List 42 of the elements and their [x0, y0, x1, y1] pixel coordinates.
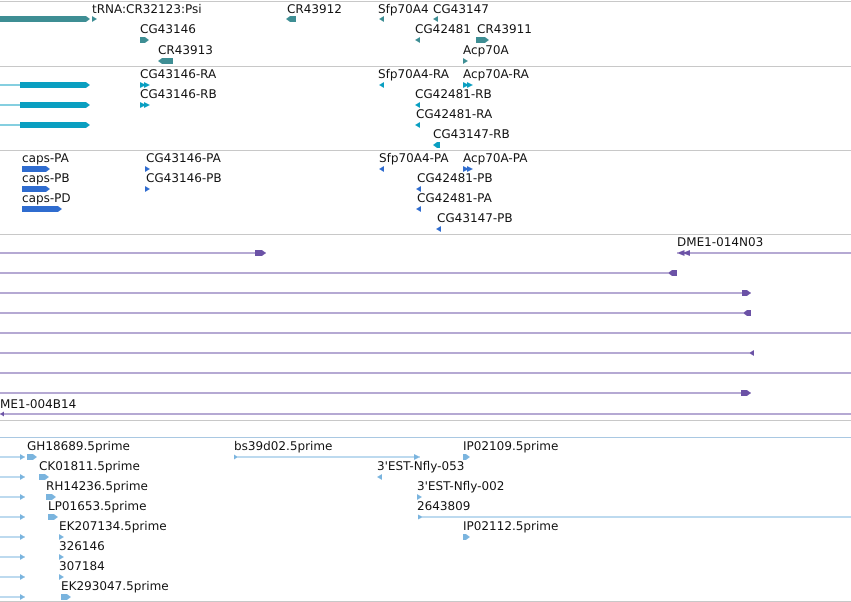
feature-label: IP02112.5prime: [463, 519, 558, 533]
feature-label: Sfp70A4: [378, 2, 429, 16]
feature-label: CG42481-RB: [415, 87, 492, 101]
feature-label: DME1-014N03: [677, 235, 764, 249]
feature-label: Sfp70A4-RA: [378, 67, 449, 81]
feature-label: CK01811.5prime: [39, 459, 140, 473]
feature-label: CG42481-RA: [416, 107, 492, 121]
feature-label: CG43146-RB: [140, 87, 217, 101]
feature-label: CG43147: [433, 2, 489, 16]
feature-label: Acp70A-PA: [463, 151, 528, 165]
feature-label: Acp70A-RA: [463, 67, 529, 81]
feature-label: IP02109.5prime: [463, 439, 558, 453]
feature-label: Acp70A: [463, 43, 509, 57]
feature-label: CG42481: [415, 22, 471, 36]
feature-label: CG43147-PB: [437, 211, 513, 225]
feature-label: 307184: [59, 559, 105, 573]
feature-label: Sfp70A4-PA: [379, 151, 449, 165]
feature-label: EK207134.5prime: [59, 519, 167, 533]
feature-label: caps-PB: [22, 171, 70, 185]
feature-label: CG43146-PA: [146, 151, 221, 165]
feature-label: CR43912: [287, 2, 342, 16]
feature-label: CG43146: [140, 22, 196, 36]
feature-label: CG43147-RB: [433, 127, 510, 141]
feature-label: bs39d02.5prime: [234, 439, 332, 453]
feature-label: GH18689.5prime: [27, 439, 130, 453]
feature-label: tRNA:CR32123:Psi: [92, 2, 202, 16]
feature-label: LP01653.5prime: [48, 499, 147, 513]
feature-label: 3'EST-Nfly-053: [377, 459, 464, 473]
feature-label: CR43913: [158, 43, 213, 57]
feature-label: ME1-004B14: [0, 397, 76, 411]
feature-label: EK293047.5prime: [61, 579, 169, 593]
feature-label: CR43911: [477, 22, 532, 36]
feature-label: CG42481-PA: [417, 191, 492, 205]
feature-label: 2643809: [417, 499, 470, 513]
feature-label: caps-PA: [22, 151, 69, 165]
feature-label: CG43146-RA: [140, 67, 216, 81]
feature-label: 3'EST-Nfly-002: [417, 479, 504, 493]
feature-label: CG43146-PB: [146, 171, 222, 185]
feature-label: 326146: [59, 539, 105, 553]
feature-label: RH14236.5prime: [46, 479, 148, 493]
feature-label: CG42481-PB: [417, 171, 493, 185]
feature-label: caps-PD: [22, 191, 71, 205]
